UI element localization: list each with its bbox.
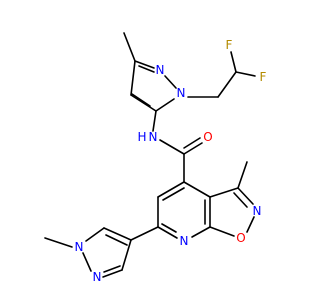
- bond-isox-c3-n: [237, 187, 254, 205]
- bond-pz-c4-c5-double: [105, 234, 128, 246]
- bond-c3-n2-double: [138, 65, 155, 73]
- molecule-structure-diagram: F F N N N H O N O N N N: [44, 32, 267, 284]
- atom-f-top: F: [226, 38, 233, 52]
- bond-py-n-c6: [157, 226, 178, 239]
- atom-o-carbonyl: O: [203, 130, 212, 144]
- atom-n-pyrazole-bottom-n1: N: [75, 240, 84, 254]
- bond-ch2-chf2: [217, 71, 237, 98]
- bond-c5-nh: [152, 110, 157, 132]
- bond-pz-n2-c3-double: [103, 265, 121, 273]
- bond-carbonyl-o: [183, 142, 203, 155]
- bond-isox-methyl: [237, 161, 248, 189]
- bond-isox-n-o: [246, 216, 255, 233]
- bond-c6-pyrazole: [130, 226, 159, 241]
- bond-c4-c3: [130, 60, 136, 96]
- bond-carbonyl-o-double: [183, 137, 201, 149]
- bond-chf2-f-right: [235, 71, 256, 77]
- bond-chf2-f-top: [230, 51, 237, 73]
- atom-h-amide: H: [137, 130, 146, 144]
- bond-py-c5-c4: [157, 181, 185, 198]
- bond-py-c5-c4-double: [162, 187, 185, 201]
- bond-c3-n2: [134, 60, 155, 69]
- atom-n-pyrazole-top-n2: N: [156, 63, 165, 77]
- bond-c4-c5-double: [131, 93, 151, 107]
- atom-n-pyridine: N: [180, 234, 189, 248]
- bond-pz-c5-n1: [85, 227, 105, 242]
- bond-isox-c3-n-double: [233, 192, 248, 208]
- bond-isox-o-c7a: [209, 226, 235, 237]
- bond-pz-c4-c5: [103, 227, 132, 241]
- atom-f-right: F: [260, 70, 267, 84]
- atom-labels: F F N N N H O N O N N N: [75, 38, 267, 284]
- bond-pz-c3-c4: [121, 239, 132, 271]
- bond-n1-c5: [155, 98, 175, 112]
- bond-nh-carbonyl: [159, 139, 185, 155]
- atom-o-isoxazole: O: [236, 231, 245, 245]
- bond-py-n-c6-double: [161, 223, 177, 233]
- atom-n-isoxazole: N: [253, 204, 262, 218]
- bond-pz-n1-n2: [82, 252, 92, 272]
- bond-c5-c4: [130, 94, 157, 112]
- bond-isox-c3a-c3: [209, 187, 239, 198]
- bond-py-c4-c3a: [183, 181, 211, 198]
- bond-pz-n2-c3: [102, 269, 123, 278]
- bond-methyl-c3: [123, 32, 136, 62]
- bonds: [44, 32, 256, 278]
- bond-py-c7a-n: [191, 226, 211, 238]
- atom-n-pyrazole-top-n1: N: [177, 86, 186, 100]
- bond-pz-n-methyl: [44, 237, 73, 248]
- bond-n2-n1: [164, 75, 177, 89]
- atom-n-amide: N: [149, 130, 158, 144]
- atom-n-pyrazole-bottom-n2: N: [93, 270, 102, 284]
